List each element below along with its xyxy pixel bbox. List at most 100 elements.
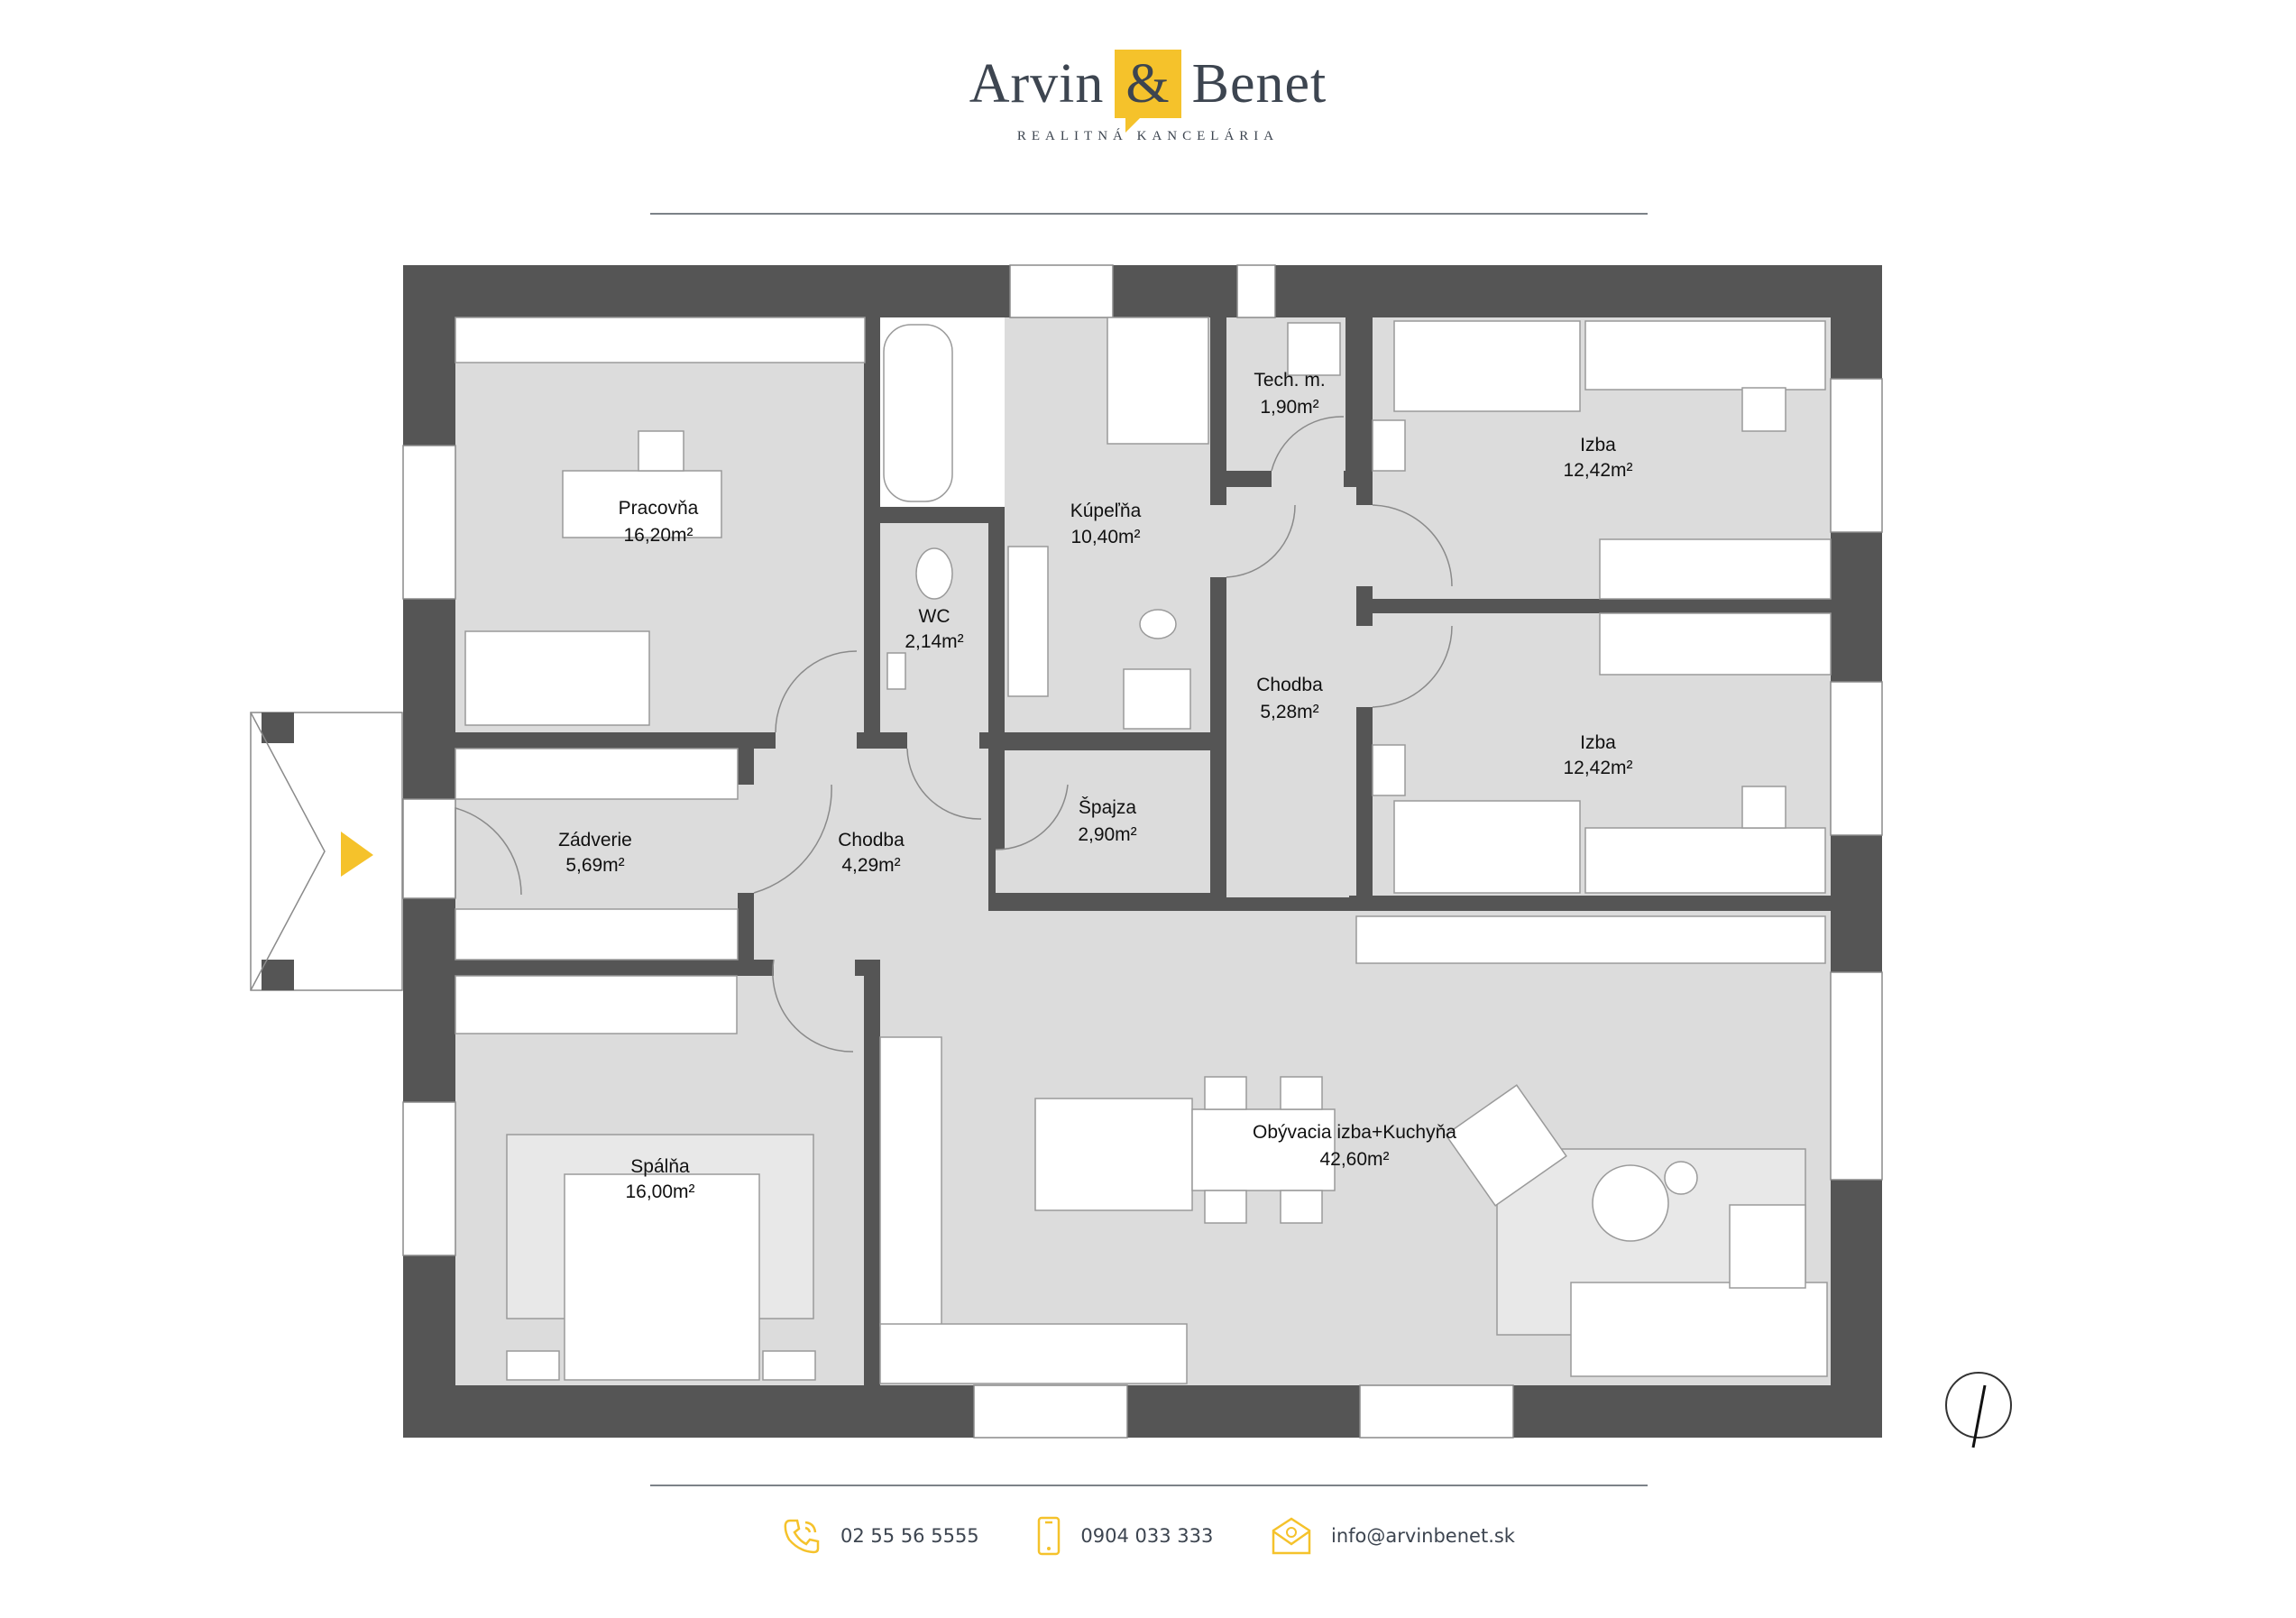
label-tech-area: 1,90m²	[1260, 397, 1318, 418]
logo-wordmark: Arvin&Benet	[0, 50, 2296, 133]
label-zadverie-name: Zádverie	[558, 830, 632, 850]
bottom-divider	[650, 1485, 1648, 1486]
nightstand-spalna-left	[506, 1350, 560, 1381]
shower-tray	[1123, 668, 1191, 730]
window-right-izba2	[1830, 681, 1883, 836]
dining-table	[1191, 1108, 1336, 1191]
izba2-door-gap	[1356, 626, 1373, 707]
inner-wall-pracovna-bottom	[455, 732, 864, 749]
dining-chair-4	[1280, 1190, 1323, 1224]
wardrobe-living	[1355, 915, 1826, 964]
label-zadverie-area: 5,69m²	[565, 855, 624, 876]
toilet-wc	[915, 547, 953, 600]
inner-wall-pracovna-right	[864, 317, 880, 732]
window-top-tech	[1236, 264, 1276, 318]
wardrobe-zadverie-top	[455, 748, 739, 800]
sofa-pracovna	[464, 630, 650, 726]
label-spajza-name: Špajza	[1079, 797, 1137, 818]
wardrobe-zadverie-bottom	[455, 908, 739, 961]
desk-izba1	[1584, 320, 1826, 391]
mobile-icon	[1038, 1516, 1061, 1556]
desk-pracovna	[562, 470, 722, 538]
sofa-living	[1570, 1282, 1828, 1377]
zadverie-door-gap	[738, 785, 754, 893]
door-wc	[906, 748, 982, 820]
inner-wall-izba2-bottom	[1349, 896, 1831, 911]
label-izba2-area: 12,42m²	[1563, 758, 1632, 778]
contact-mobile[interactable]: 0904 033 333	[1035, 1515, 1213, 1557]
wardrobe-pracovna	[455, 317, 866, 363]
kitchen-island	[1034, 1098, 1193, 1211]
email-address: info@arvinbenet.sk	[1331, 1525, 1515, 1547]
label-pracovna-name: Pracovňa	[619, 498, 699, 519]
floor-chodba1	[1226, 487, 1356, 897]
inner-wall-spajza-bottom	[988, 893, 1226, 911]
label-izba1-area: 12,42m²	[1563, 460, 1632, 481]
door-spajza	[995, 784, 1069, 850]
door-izba2	[1372, 625, 1453, 708]
spajza-floor-fix	[1005, 750, 1210, 893]
chair-izba1	[1741, 387, 1786, 432]
dining-chair-2	[1280, 1076, 1323, 1110]
window-right-izba1	[1830, 378, 1883, 533]
wardrobe-spalna	[455, 975, 738, 1034]
label-wc-area: 2,14m²	[905, 631, 963, 652]
chair-pracovna	[638, 430, 684, 472]
label-chodba1-area: 5,28m²	[1260, 702, 1318, 722]
door-izba1	[1372, 504, 1453, 587]
nightstand-spalna-right	[762, 1350, 816, 1381]
inner-wall-living-left	[864, 960, 880, 1385]
spajza-door-gap	[996, 850, 1032, 893]
nightstand-izba1	[1372, 419, 1406, 472]
inner-wall-spajza-right	[1210, 732, 1226, 911]
spalna-door-gap	[774, 960, 855, 976]
sink-counter	[1007, 546, 1049, 697]
entrance-porch	[250, 712, 403, 991]
kitchen-counter-bottom	[879, 1323, 1188, 1384]
contact-email[interactable]: info@arvinbenet.sk	[1270, 1516, 1515, 1556]
inner-wall-izba-left	[1356, 317, 1373, 895]
kitchen-counter-left	[879, 1036, 942, 1327]
logo-name-right: Benet	[1191, 53, 1327, 115]
label-pracovna-area: 16,20m²	[623, 525, 693, 546]
porch-pillar-bottom	[262, 960, 294, 990]
inner-wall-tech-left	[1210, 317, 1226, 471]
door-entrance	[455, 807, 522, 898]
izba1-door-gap	[1356, 505, 1373, 586]
side-table	[1664, 1161, 1698, 1195]
phone-number: 02 55 56 5555	[840, 1525, 979, 1547]
window-left-spalna	[402, 1101, 456, 1256]
door-tech	[1271, 416, 1345, 472]
sofa-living-end	[1729, 1204, 1806, 1289]
chair-izba2	[1741, 786, 1786, 829]
door-zadverie	[753, 784, 832, 894]
bed-izba2	[1393, 800, 1581, 894]
door-pracovna	[775, 650, 858, 733]
entrance-opening	[402, 798, 456, 899]
contact-phone[interactable]: 02 55 56 5555	[781, 1515, 979, 1557]
label-spalna-area: 16,00m²	[625, 1181, 694, 1202]
boiler-tech	[1287, 322, 1341, 376]
inner-wall-spajza-top	[1006, 732, 1210, 750]
wardrobe-izba2	[1599, 612, 1832, 676]
shower-kupelna	[1107, 317, 1209, 445]
porch-steps	[250, 712, 326, 991]
sink-wc	[886, 652, 906, 690]
dining-chair-1	[1204, 1076, 1247, 1110]
window-right-living	[1830, 971, 1883, 1181]
toilet-kupelna	[1139, 609, 1177, 639]
chodba-gap	[754, 976, 864, 977]
mobile-number: 0904 033 333	[1080, 1525, 1214, 1547]
logo: Arvin&Benet REALITNÁ KANCELÁRIA	[0, 50, 2296, 144]
window-bottom-1	[973, 1384, 1128, 1439]
label-chodba1-name: Chodba	[1256, 675, 1323, 695]
bed-izba1	[1393, 320, 1581, 412]
nightstand-izba2	[1372, 744, 1406, 796]
door-swings	[455, 416, 1453, 1053]
window-top-kupelna	[1009, 264, 1114, 318]
coffee-table	[1592, 1164, 1669, 1242]
bed-spalna	[564, 1173, 760, 1381]
label-kupelna-area: 10,40m²	[1070, 527, 1140, 547]
inner-wall-wc-right	[988, 523, 1005, 732]
